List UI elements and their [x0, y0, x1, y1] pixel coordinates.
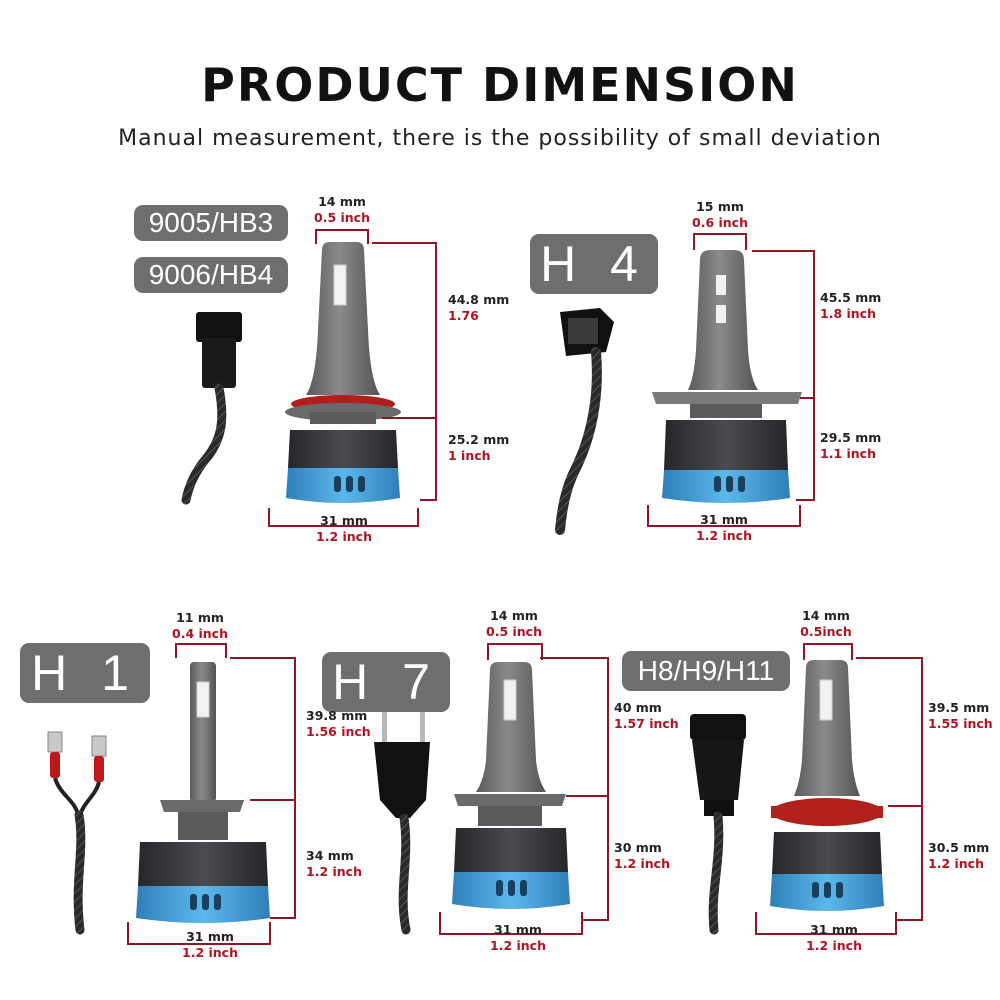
dim-inch: 0.5inch — [800, 624, 852, 639]
dim-mm: 31 mm — [320, 513, 368, 528]
dim-mm: 14 mm — [802, 608, 850, 623]
dim-inch: 1.2 inch — [696, 528, 752, 543]
dim-mm: 29.5 mm — [820, 430, 882, 445]
dim-h4-lower-height: 29.5 mm 1.1 inch — [820, 430, 881, 462]
dim-mm: 39.8 mm — [306, 708, 368, 723]
dim-inch: 0.4 inch — [172, 626, 228, 641]
dim-h4-top-width: 15 mm 0.6 inch — [680, 199, 760, 231]
badge-9005-hb3: 9005/HB3 — [134, 205, 288, 241]
dim-inch: 1.57 inch — [614, 716, 679, 731]
dim-h1-lower-height: 34 mm 1.2 inch — [306, 848, 362, 880]
dim-mm: 15 mm — [696, 199, 744, 214]
page-title: PRODUCT DIMENSION — [201, 58, 799, 112]
dim-h7-top-width: 14 mm 0.5 inch — [474, 608, 554, 640]
dim-inch: 1.2 inch — [306, 864, 362, 879]
product-h11-illustration — [690, 643, 923, 935]
dim-h4-base-width: 31 mm 1.2 inch — [684, 512, 764, 544]
dim-mm: 14 mm — [490, 608, 538, 623]
badge-9006-hb4: 9006/HB4 — [134, 257, 288, 293]
dim-9005-upper-height: 44.8 mm 1.76 — [448, 292, 509, 324]
badge-h8-h9-h11: H8/H9/H11 — [622, 651, 790, 691]
dim-inch: 0.6 inch — [692, 215, 748, 230]
dim-mm: 31 mm — [700, 512, 748, 527]
badge-h7: H 7 — [322, 652, 450, 712]
dim-h1-upper-height: 39.8 mm 1.56 inch — [306, 708, 371, 740]
dim-mm: 45.5 mm — [820, 290, 882, 305]
dim-h4-upper-height: 45.5 mm 1.8 inch — [820, 290, 881, 322]
dim-inch: 1.2 inch — [614, 856, 670, 871]
dim-mm: 40 mm — [614, 700, 662, 715]
dim-mm: 30.5 mm — [928, 840, 990, 855]
dim-mm: 14 mm — [318, 194, 366, 209]
dim-h11-upper-height: 39.5 mm 1.55 inch — [928, 700, 993, 732]
dim-h11-base-width: 31 mm 1.2 inch — [794, 922, 874, 954]
dim-mm: 31 mm — [186, 929, 234, 944]
dim-h11-lower-height: 30.5 mm 1.2 inch — [928, 840, 989, 872]
dim-inch: 0.5 inch — [314, 210, 370, 225]
dim-mm: 34 mm — [306, 848, 354, 863]
dim-mm: 11 mm — [176, 610, 224, 625]
dim-9005-top-width: 14 mm 0.5 inch — [302, 194, 382, 226]
product-h7-illustration — [374, 643, 609, 935]
dim-inch: 1.1 inch — [820, 446, 876, 461]
dim-inch: 1.2 inch — [806, 938, 862, 953]
dim-inch: 1.8 inch — [820, 306, 876, 321]
dim-inch: 1 inch — [448, 448, 491, 463]
dim-inch: 1.55 inch — [928, 716, 993, 731]
dim-9005-lower-height: 25.2 mm 1 inch — [448, 432, 509, 464]
dim-inch: 1.76 — [448, 308, 479, 323]
dim-mm: 31 mm — [810, 922, 858, 937]
dim-mm: 39.5 mm — [928, 700, 990, 715]
product-9005-illustration — [181, 229, 437, 527]
dim-inch: 1.56 inch — [306, 724, 371, 739]
dim-mm: 44.8 mm — [448, 292, 510, 307]
page-subtitle: Manual measurement, there is the possibi… — [118, 126, 882, 151]
dim-h1-base-width: 31 mm 1.2 inch — [170, 929, 250, 961]
dim-inch: 1.2 inch — [316, 529, 372, 544]
badge-h1: H 1 — [20, 643, 150, 703]
badge-h4: H 4 — [530, 234, 658, 294]
dim-9005-base-width: 31 mm 1.2 inch — [304, 513, 384, 545]
dim-inch: 1.2 inch — [182, 945, 238, 960]
dim-mm: 30 mm — [614, 840, 662, 855]
dim-inch: 1.2 inch — [928, 856, 984, 871]
dim-h7-lower-height: 30 mm 1.2 inch — [614, 840, 670, 872]
dim-mm: 25.2 mm — [448, 432, 510, 447]
dim-h7-base-width: 31 mm 1.2 inch — [478, 922, 558, 954]
product-h1-illustration — [47, 643, 296, 945]
dim-inch: 0.5 inch — [486, 624, 542, 639]
dim-h11-top-width: 14 mm 0.5inch — [786, 608, 866, 640]
dim-h1-top-width: 11 mm 0.4 inch — [160, 610, 240, 642]
dim-inch: 1.2 inch — [490, 938, 546, 953]
dim-h7-upper-height: 40 mm 1.57 inch — [614, 700, 679, 732]
product-h4-illustration — [555, 233, 815, 535]
dim-mm: 31 mm — [494, 922, 542, 937]
